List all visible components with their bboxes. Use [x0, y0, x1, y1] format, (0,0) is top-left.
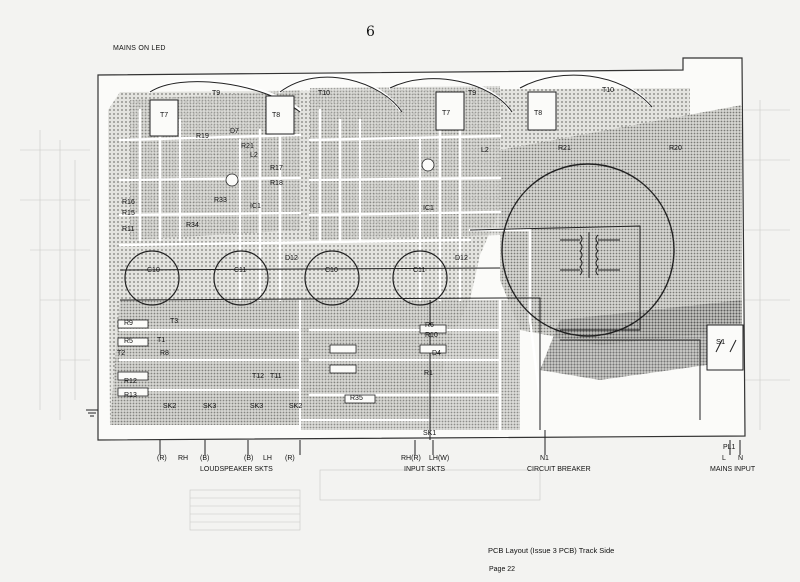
- label-t10: T10: [318, 90, 331, 97]
- heatsink-clamps: [149, 91, 557, 137]
- connector-label-n: N: [738, 455, 744, 462]
- group-label-mains-input: MAINS INPUT: [710, 466, 756, 473]
- label-t8: T8: [272, 112, 281, 119]
- label-r16: R16: [122, 199, 135, 206]
- label-r10: R10: [425, 332, 438, 339]
- label-r12: R12: [124, 378, 137, 385]
- connector-label-lh-w: LH(W): [429, 455, 450, 462]
- group-label-input: INPUT SKTS: [404, 466, 446, 473]
- figure-caption: PCB Layout (Issue 3 PCB) Track Side: [488, 546, 615, 555]
- dark-track-lines: [119, 74, 741, 455]
- label-l2-b: L2: [481, 147, 489, 154]
- label-t7: T7: [160, 112, 169, 119]
- group-label-breaker: CIRCUIT BREAKER: [527, 466, 591, 473]
- label-r18: R18: [270, 180, 283, 187]
- connector-label-rh-r: RH(R): [401, 455, 421, 462]
- label-sk3: SK3: [203, 403, 217, 410]
- label-r9: R9: [124, 320, 133, 327]
- label-c10-b: C10: [325, 267, 338, 274]
- label-t2: T2: [117, 350, 126, 357]
- label-t7-b: T7: [442, 110, 451, 117]
- label-r13: R13: [124, 392, 137, 399]
- label-r8: R8: [160, 350, 169, 357]
- label-r34: R34: [186, 222, 199, 229]
- connector-label-pl1: PL1: [723, 444, 736, 451]
- connector-label-lh: LH: [263, 455, 272, 462]
- label-sk3-b: SK3: [250, 403, 264, 410]
- label-ic1-b: IC1: [423, 205, 434, 212]
- label-t3: T3: [170, 318, 179, 325]
- label-r19: R19: [196, 133, 209, 140]
- transformer-symbol: [560, 232, 620, 278]
- label-r1: R1: [424, 370, 433, 377]
- connector-label-b2: (B): [244, 455, 254, 462]
- label-r5: R5: [124, 338, 133, 345]
- label-r6: R6: [425, 322, 434, 329]
- label-t8-b: T8: [534, 110, 543, 117]
- connector-label-b: (B): [200, 455, 210, 462]
- label-d12-b: D12: [455, 255, 468, 262]
- label-sk1: SK1: [423, 430, 437, 437]
- label-t1: T1: [157, 337, 166, 344]
- label-r15: R15: [122, 210, 135, 217]
- label-ic1: IC1: [250, 203, 261, 210]
- label-t9: T9: [212, 90, 221, 97]
- label-r21: R21: [241, 143, 254, 150]
- connector-label-n1: N1: [540, 455, 549, 462]
- label-d12: D12: [285, 255, 298, 262]
- page-number: 6: [366, 24, 375, 40]
- group-label-loudspeaker: LOUDSPEAKER SKTS: [200, 466, 273, 473]
- connector-label-rh: RH: [178, 455, 189, 462]
- label-r33: R33: [214, 197, 227, 204]
- mains-led-label: MAINS ON LED: [113, 45, 166, 52]
- page-label: Page 22: [489, 566, 516, 573]
- label-t9-b: T9: [468, 90, 477, 97]
- label-l2: L2: [250, 152, 258, 159]
- ground-symbol: [86, 409, 98, 417]
- label-t11: T11: [270, 373, 282, 380]
- connector-label-r2: (R): [285, 455, 295, 462]
- switch-s1-box: [706, 324, 744, 371]
- label-sk2: SK2: [163, 403, 177, 410]
- label-r35: R35: [350, 395, 363, 402]
- switch-s1-label: S1: [716, 337, 726, 346]
- label-r17: R17: [270, 165, 283, 172]
- label-t10-b: T10: [602, 87, 615, 94]
- connector-label-r: (R): [157, 455, 167, 462]
- label-c11: C11: [234, 267, 247, 274]
- label-c10: C10: [147, 267, 160, 274]
- label-c11-b: C11: [413, 267, 426, 274]
- label-r11: R11: [122, 226, 135, 233]
- label-r20: R20: [669, 145, 682, 152]
- ghost-schematic: [20, 100, 790, 531]
- label-d7: D7: [230, 128, 239, 135]
- label-sk2-b: SK2: [289, 403, 303, 410]
- label-r21-b: R21: [558, 145, 571, 152]
- capacitor-circles: [124, 163, 675, 337]
- label-t12: T12: [252, 373, 265, 380]
- component-pads: [117, 158, 447, 404]
- connector-label-l: L: [722, 455, 726, 462]
- label-d4: D4: [432, 350, 441, 357]
